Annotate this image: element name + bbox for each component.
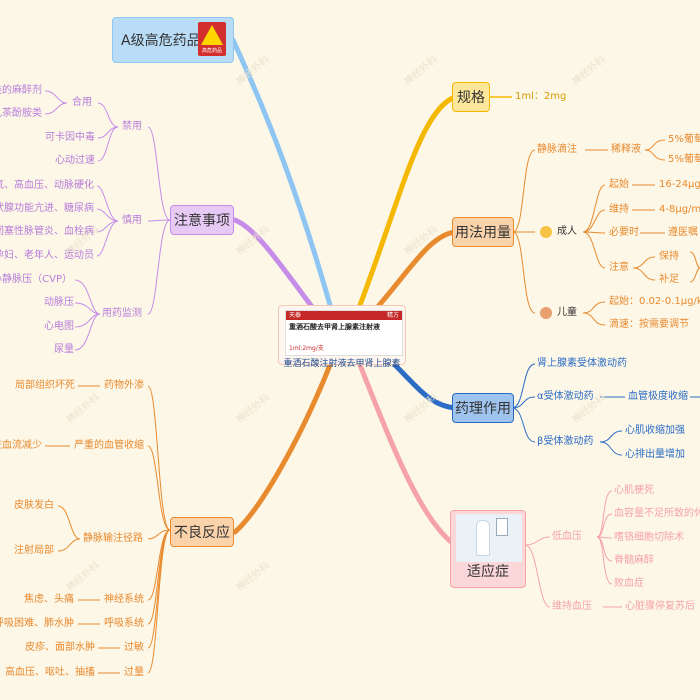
usage-start-value: 16-24μg/ (659, 179, 700, 190)
usage-need-value: 遵医嘱 (668, 227, 698, 238)
usage-child-titration: 滴速：按需要调节 (609, 319, 689, 330)
spec-value: 1ml：2mg (515, 91, 567, 102)
ind-i1: 心肌梗死 (614, 485, 654, 496)
usage-maint-value: 4-8μg/m (659, 204, 700, 215)
caution-c4: 心动过速 (55, 155, 95, 166)
node-indication-label: 适应症 (467, 564, 509, 580)
node-adverse-label: 不良反应 (174, 525, 230, 541)
adverse-a1: 药物外渗 (104, 380, 144, 391)
adverse-a5-text: 呼吸困难、肺水肿 (0, 618, 74, 629)
adult-face-icon (540, 226, 552, 238)
warning-triangle-icon: 高危药品 (198, 22, 226, 56)
usage-need: 必要时 (609, 227, 639, 238)
drug-package-image: 天泰 精方 重酒石酸去甲肾上腺素注射液 1ml:2mg/支 (285, 310, 403, 356)
node-pharmacology-label: 药理作用 (455, 401, 511, 417)
adverse-a7-text: 高血压、呕吐、抽搐 (5, 667, 95, 678)
pharm-p3: β受体激动药 (537, 436, 594, 447)
caution-c1: 类的麻醉剂 (0, 85, 42, 96)
pharm-p2: α受体激动药 (537, 391, 594, 402)
adverse-a2-text: 脏血流减少 (0, 440, 42, 451)
node-pharmacology[interactable]: 药理作用 (452, 393, 514, 423)
ind-i5: 败血症 (614, 578, 644, 589)
pharm-p1: 肾上腺素受体激动药 (537, 358, 627, 369)
caution-careful: 慎用 (122, 215, 142, 226)
usage-diluent-2: 5%葡萄 (668, 154, 700, 165)
adverse-a6-text: 皮疹、面部水肿 (25, 642, 95, 653)
usage-child-start: 起始：0.02-0.1μg/k (609, 296, 700, 307)
node-usage-label: 用法用量 (455, 225, 511, 241)
package-spec: 1ml:2mg/支 (289, 345, 324, 352)
adverse-a3: 静脉输注径路 (83, 533, 143, 544)
caution-m2: 动脉压 (44, 297, 74, 308)
caution-m3: 心电图 (44, 321, 74, 332)
adverse-a2: 严重的血管收缩 (74, 440, 144, 451)
adverse-a5: 呼吸系统 (104, 618, 144, 629)
child-face-icon (540, 307, 552, 319)
node-cautions-label: 注意事项 (174, 213, 230, 229)
adverse-a3-text1: 皮肤发白 (14, 500, 54, 511)
pharm-p3a: 心肌收缩加强 (625, 425, 685, 436)
adverse-a7: 过量 (124, 667, 144, 678)
node-adverse[interactable]: 不良反应 (170, 517, 234, 547)
warning-badge-text: 高危药品 (201, 48, 222, 54)
caution-k1: 氧、高血压、动脉硬化 (0, 180, 94, 191)
caution-m1: 心静脉压（CVP） (0, 274, 72, 285)
ind-low-bp: 低血压 (552, 531, 582, 542)
usage-supp: 补足 (659, 274, 679, 285)
pharm-p3b: 心排出量增加 (625, 449, 685, 460)
package-name: 重酒石酸去甲肾上腺素注射液 (289, 323, 380, 331)
ind-maint-bp: 维持血压 (552, 601, 592, 612)
usage-iv: 静脉滴注 (537, 144, 577, 155)
ind-i3: 嗜铬细胞切除术 (614, 532, 684, 543)
node-spec-label: 规格 (457, 90, 485, 106)
central-topic[interactable]: 天泰 精方 重酒石酸去甲肾上腺素注射液 1ml:2mg/支 重酒石酸注射液去甲肾… (278, 305, 406, 369)
usage-keep: 保持 (659, 251, 679, 262)
usage-diluent-1: 5%葡萄 (668, 134, 700, 145)
ind-i4: 脊髓麻醉 (614, 555, 654, 566)
node-cautions[interactable]: 注意事项 (170, 205, 234, 235)
ind-i2: 血容量不足所致的休 (614, 508, 700, 519)
caution-c2: 儿茶酚胺类 (0, 108, 42, 119)
caution-c3: 可卡因中毒 (45, 132, 95, 143)
pharm-p2a: 血管极度收缩 (628, 391, 688, 402)
caution-k4: 孕妇、老年人、运动员 (0, 250, 94, 261)
adverse-a6: 过敏 (124, 642, 144, 653)
usage-adult: 成人 (557, 226, 577, 237)
usage-diluent: 稀释液 (611, 144, 641, 155)
usage-note: 注意 (609, 262, 629, 273)
node-spec[interactable]: 规格 (452, 82, 490, 112)
caution-m4: 尿量 (54, 344, 74, 355)
package-brand: 天泰 (289, 312, 302, 319)
nurse-illustration-image (456, 514, 522, 562)
caution-k2: 状腺功能亢进、糖尿病 (0, 203, 94, 214)
ind-i6: 心脏骤停复苏后 (625, 601, 695, 612)
usage-maint: 维持 (609, 204, 629, 215)
caution-combo: 合用 (72, 97, 92, 108)
adverse-a4: 神经系统 (104, 594, 144, 605)
usage-child: 儿童 (557, 307, 577, 318)
usage-start: 起始 (609, 179, 629, 190)
caution-forbid: 禁用 (122, 121, 142, 132)
adverse-a4-text: 焦虑、头痛 (24, 594, 74, 605)
node-high-alert-label: A级高危药品 (121, 33, 201, 49)
adverse-a1-text: 局部组织坏死 (15, 380, 75, 391)
node-usage[interactable]: 用法用量 (452, 217, 514, 247)
adverse-a3-text2: 注射局部 (14, 545, 54, 556)
caution-monitor: 用药监测 (102, 308, 142, 319)
central-topic-label: 重酒石酸注射液去甲肾上腺素 (283, 359, 401, 369)
caution-k3: 闭塞性脉管炎、血栓病 (0, 226, 94, 237)
package-maker: 精方 (386, 312, 399, 319)
